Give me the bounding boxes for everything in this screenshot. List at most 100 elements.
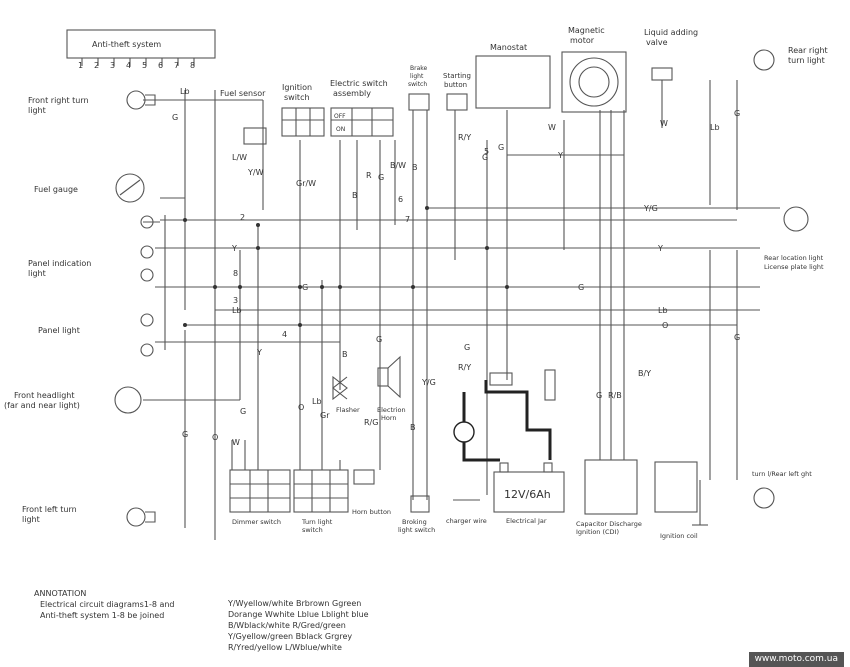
wire-label: Lb: [658, 306, 668, 315]
turn-switch-label-2: switch: [302, 526, 323, 534]
wire-label: B: [412, 163, 418, 172]
horn-button: [353, 469, 375, 485]
rear-location-label: Rear location light: [764, 254, 824, 262]
front-left-turn-label-2: light: [22, 515, 40, 524]
junction-number: 6: [398, 195, 403, 204]
wire-label: G: [376, 335, 382, 344]
horn-label-2: Horn: [381, 414, 397, 422]
anti-theft-label: Anti-theft system: [92, 40, 161, 49]
turn-light-switch: [293, 469, 349, 513]
rear-right-turn-label-2: turn light: [788, 56, 825, 65]
annotation-block: ANNOTATION Electrical circuit diagrams1-…: [34, 588, 175, 621]
wire-label: G: [596, 391, 602, 400]
anti-theft-pin: 7: [174, 61, 179, 70]
anti-theft-pin: 1: [78, 61, 83, 70]
rear-location-label-2: License plate light: [764, 263, 824, 271]
annotation-title: ANNOTATION: [34, 589, 87, 598]
horn: [377, 367, 389, 387]
dimmer-switch-label: Dimmer switch: [232, 518, 281, 526]
wire-label: Gr: [320, 411, 330, 420]
anti-theft-pin: 5: [142, 61, 147, 70]
wire-label: B: [352, 191, 358, 200]
ignition-coil-label: Ignition coil: [660, 532, 698, 540]
wire-label: G: [498, 143, 504, 152]
wire-label: W: [548, 123, 556, 132]
wire-label: Lb: [710, 123, 720, 132]
starting-button: [446, 93, 468, 111]
rear-right-turn-light: [753, 49, 775, 71]
wire-label: G: [302, 283, 308, 292]
electric-switch-label-2: assembly: [333, 89, 371, 98]
rear-left-turn-label: turn l/Rear left ght: [752, 470, 812, 478]
front-right-turn-label-2: light: [28, 106, 46, 115]
color-code-legend: Y/Wyellow/white Brbrown Ggreen Dorange W…: [228, 598, 369, 653]
off-label: OFF: [334, 113, 346, 120]
front-headlight-label-2: (far and near light): [4, 401, 80, 410]
wire-label: O: [662, 321, 668, 330]
color-code-line: Y/Wyellow/white Brbrown Ggreen: [228, 599, 362, 608]
wire-label: G: [734, 333, 740, 342]
liquid-valve-label: Liquid adding: [644, 28, 698, 37]
brake-switch-label-2: light: [410, 73, 424, 80]
wire-label: G: [240, 407, 246, 416]
junction-number: 5: [484, 147, 489, 156]
wire-label: Gr/W: [296, 179, 316, 188]
color-code-line: Y/Gyellow/green Bblack Grgrey: [228, 632, 353, 641]
starting-button-label: Starting: [443, 72, 471, 80]
liquid-adding-valve: [651, 67, 673, 81]
wire-label: B/W: [390, 161, 406, 170]
wire-label: Y/G: [421, 378, 436, 387]
anti-theft-pin: 4: [126, 61, 131, 70]
braking-light-switch: [410, 495, 430, 513]
magnetic-motor: [561, 51, 627, 113]
starting-button-label-2: button: [444, 81, 467, 89]
wire-label: G: [172, 113, 178, 122]
braking-switch-label: Broking: [402, 518, 427, 526]
wire-label: R/Y: [458, 363, 471, 372]
junction-number: 4: [282, 330, 287, 339]
annotation-line: Electrical circuit diagrams1-8 and: [40, 600, 175, 609]
wire-label: G: [578, 283, 584, 292]
color-code-line: Dorange Wwhite Lblue Lblight blue: [228, 610, 369, 619]
junction-number: 7: [405, 215, 410, 224]
watermark: www.moto.com.ua: [748, 652, 844, 667]
wire-label: B: [342, 350, 348, 359]
wire-label: Lb: [180, 87, 190, 96]
anti-theft-box: [66, 29, 216, 59]
magnetic-motor-label: Magnetic: [568, 26, 605, 35]
battery-label: 12V/6Ah: [504, 488, 551, 501]
brake-switch-label-3: switch: [408, 81, 427, 88]
wire-label: B: [410, 423, 416, 432]
front-right-turn-label: Front right turn: [28, 96, 89, 105]
front-headlight: [114, 386, 142, 414]
wire-label: G: [378, 173, 384, 182]
front-right-turn-light: [126, 90, 146, 110]
wire-label: Lb: [312, 397, 322, 406]
electrical-jar-label: Electrical Jar: [506, 517, 547, 525]
ignition-switch-label-2: switch: [284, 93, 310, 102]
rear-left-turn-light: [753, 487, 775, 509]
wire-label: W: [232, 438, 240, 447]
wire-label: B/Y: [638, 369, 651, 378]
brake-switch-label: Brake: [410, 65, 428, 72]
front-headlight-label: Front headlight: [14, 391, 74, 400]
braking-switch-label-2: light switch: [398, 526, 435, 534]
turn-switch-label: Turn light: [301, 518, 333, 526]
wire-label: W: [660, 119, 668, 128]
wire-label: G: [482, 153, 488, 162]
color-code-line: B/Wblack/white R/Gred/green: [228, 621, 346, 630]
dimmer-switch: [229, 469, 291, 513]
fuel-gauge: [115, 173, 145, 203]
horn-button-label: Horn button: [352, 508, 391, 516]
anti-theft-pin: 2: [94, 61, 99, 70]
ignition-switch-label: Ignition: [282, 83, 312, 92]
wire-label: O: [212, 433, 218, 442]
front-left-turn-label: Front left turn: [22, 505, 77, 514]
anti-theft-pin: 6: [158, 61, 163, 70]
front-left-turn-light: [126, 507, 146, 527]
anti-theft-pin: 8: [190, 61, 195, 70]
cdi-unit: [584, 459, 638, 515]
electric-switch-assembly: [330, 107, 394, 137]
magnetic-motor-label-2: motor: [570, 36, 595, 45]
